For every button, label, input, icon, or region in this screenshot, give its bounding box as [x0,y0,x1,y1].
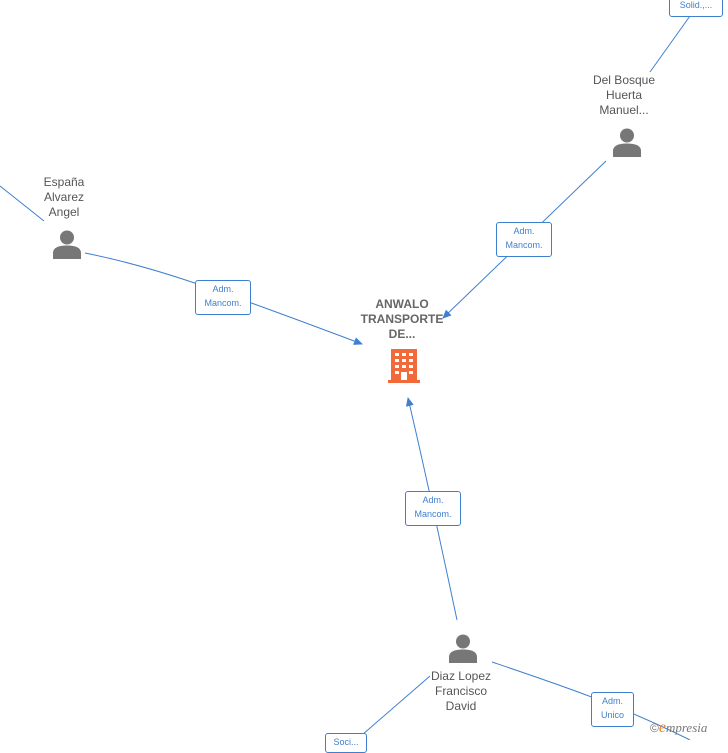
person-label-diaz[interactable]: Diaz Lopez Francisco David [430,669,492,713]
edge-espana-offscreen [0,185,45,222]
person-label-delbosque[interactable]: Del Bosque Huerta Manuel... [592,73,656,117]
edge-diaz-bottomleft [361,675,431,736]
person-icon[interactable] [448,633,478,663]
building-icon[interactable] [387,347,421,383]
edge-diaz-other [491,661,691,740]
edge-delbosque-topright [649,15,691,73]
edge-label-bottom-left[interactable]: Soci... [325,733,367,753]
edge-label-diaz-other[interactable]: Adm. Unico [591,692,634,727]
brand-logo-text: mpresia [665,720,708,735]
person-icon[interactable] [612,127,642,157]
person-icon[interactable] [52,229,82,259]
brand-watermark: ©empresia [650,719,707,737]
copyright-symbol: © [650,721,659,735]
edge-label-delbosque-company[interactable]: Adm. Mancom. [496,222,552,257]
edge-label-diaz-company[interactable]: Adm. Mancom. [405,491,461,526]
edge-label-top-right[interactable]: Solid.,... [669,0,723,17]
company-label[interactable]: ANWALO TRANSPORTE DE... [360,297,444,341]
person-label-espana[interactable]: España Alvarez Angel [43,175,85,219]
edge-label-espana-company[interactable]: Adm. Mancom. [195,280,251,315]
brand-logo-initial: e [658,719,666,736]
edge-espana-company [84,252,363,345]
